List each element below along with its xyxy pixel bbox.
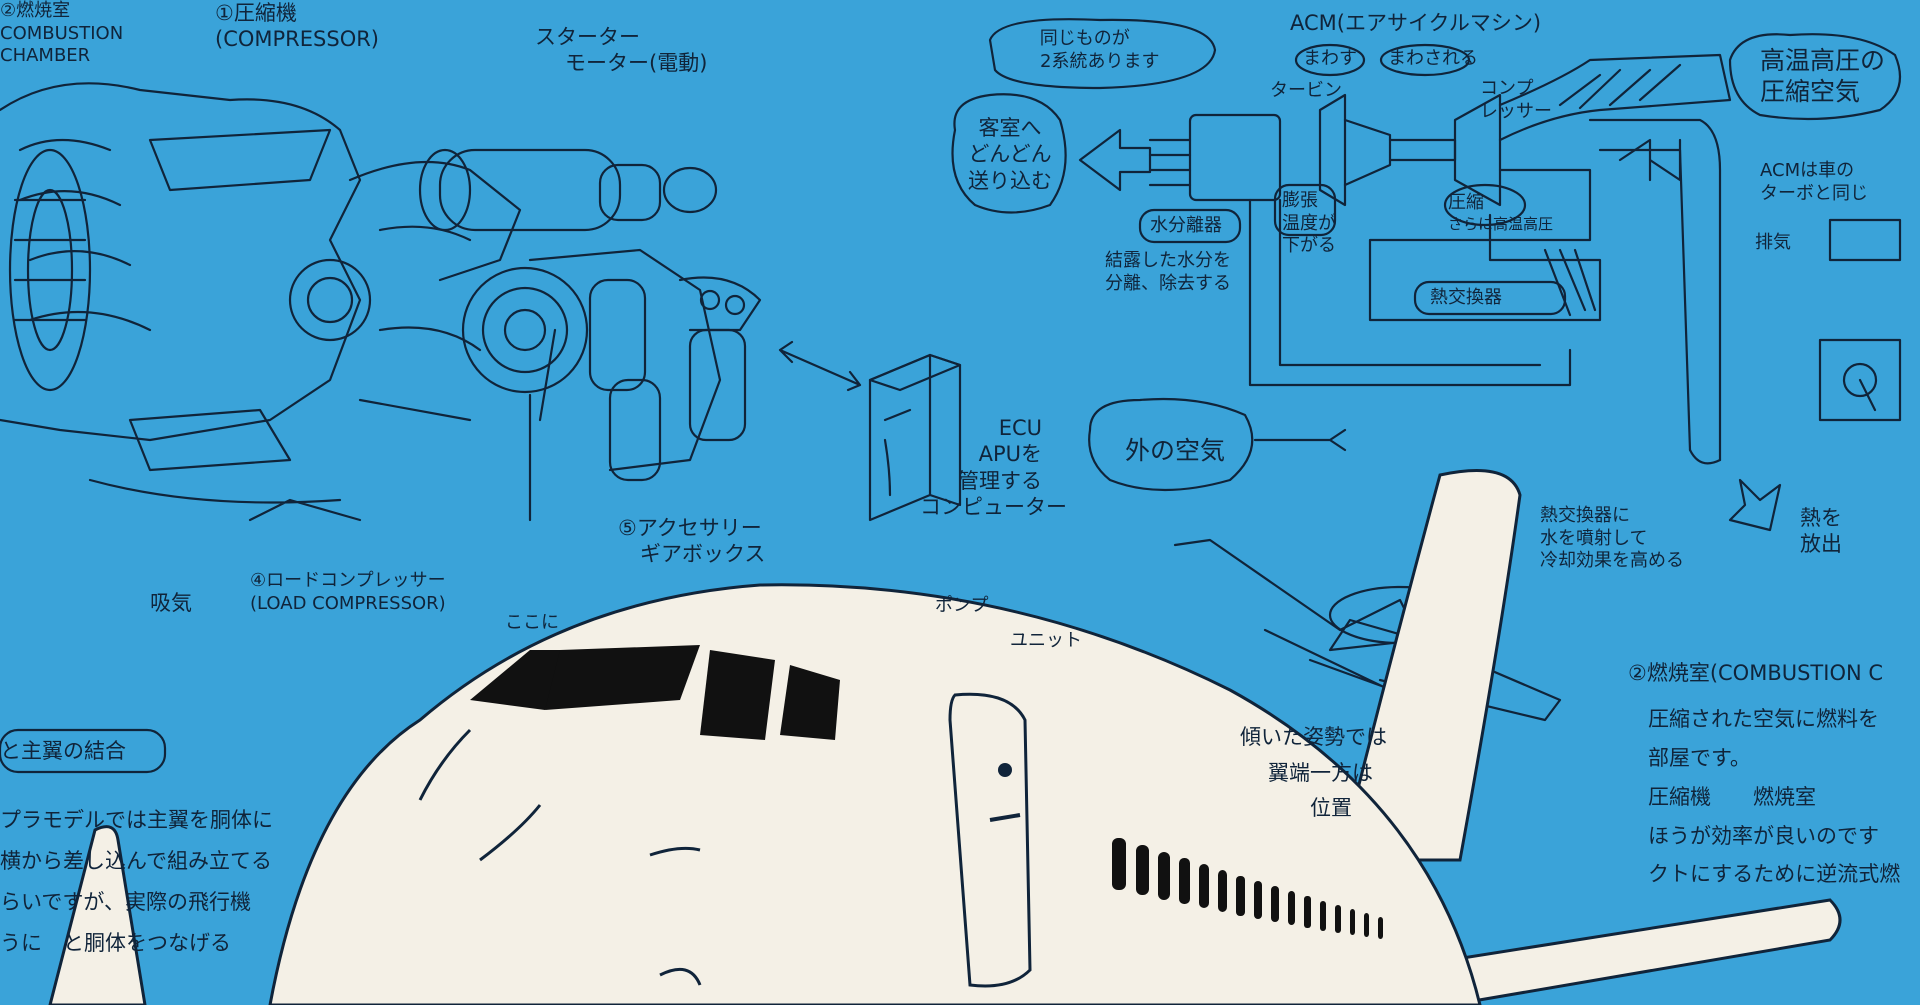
hot-air-label: 高温高圧の圧縮空気 [1760,46,1886,107]
water-spray-note: 熱交換器に水を噴射して冷却効果を高める [1540,505,1684,571]
hot-air-bubble [1728,33,1902,121]
water-separator-label: 水分離器 [1150,215,1222,236]
speech-bubble [988,18,1217,90]
heat-exchanger-label: 熱交換器 [1430,287,1502,308]
load-compressor-label: ④ロードコンプレッサー(LOAD COMPRESSOR) [250,570,446,614]
expand-label: 膨張温度が下がる [1282,190,1336,256]
left-arrow-icon [1078,128,1152,192]
double-arrow-icon [778,340,862,392]
acm-drawing [1248,53,1732,465]
water-separator-box [1188,113,1282,202]
wing-section-text: プラモデルでは主翼を胴体に横から差し込んで組み立てるらいですが、実際の飛行機うに… [0,808,273,955]
accessory-gearbox-label: ⑤アクセサリーギアボックス [618,516,766,567]
pump-label: ポンプ [935,595,989,616]
compress-label: 圧縮さらに高温高圧 [1448,192,1554,233]
outside-air-label: 外の空気 [1125,436,1226,465]
combustion-section-text: 圧縮された空気に燃料を部屋です。圧縮機 燃焼室ほうが効率が良いのですクトにするた… [1648,707,1901,887]
compressor-kana-label: コンプレッサー [1480,78,1552,122]
acm-title: ACM(エアサイクルマシン) [1290,11,1542,35]
release-heat-label: 熱を放出 [1800,506,1842,557]
car-turbo-sketch [1818,218,1902,422]
outside-air-cloud [1088,397,1254,492]
exhaust-label: 排気 [1755,232,1791,253]
starter-motor-label: スターターモーター(電動) [535,25,708,76]
tilt-note: 傾いた姿勢では翼端一方は位置 [1240,725,1387,821]
heat-arrow-icon [1728,478,1782,532]
airplane-character [48,469,1842,1005]
apu-engine-drawing [0,82,762,522]
combustion-section-title: ②燃焼室(COMBUSTION C [1628,661,1884,685]
ecu-box-drawing [868,353,962,522]
spin-label: まわす [1303,48,1357,69]
cabin-cloud [951,93,1067,214]
here-label: ここに [505,612,559,633]
water-separator-desc: 結露した水分を分離、除去する [1105,250,1231,294]
unit-label: ユニット [1010,630,1082,651]
turbine-label: タービン [1270,80,1342,101]
wing-section-title: と主翼の結合 [0,739,126,763]
to-cabin-label: 客室へどんどん送り込む [968,116,1052,193]
acm-turbo-note: ACMは車のターボと同じ [1760,160,1868,204]
intake-label: 吸気 [150,591,192,615]
spun-label: まわされる [1388,48,1478,69]
compressor-label: ①圧縮機(COMPRESSOR) [215,1,380,52]
